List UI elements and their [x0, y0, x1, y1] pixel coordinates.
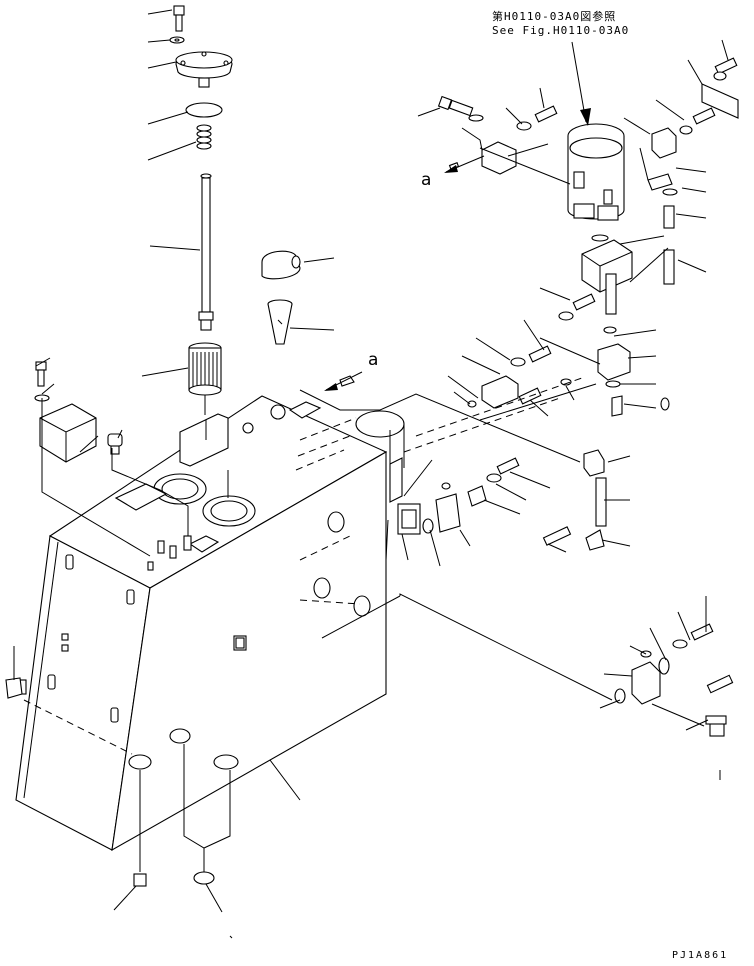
drawing-code: PJ1A861	[672, 950, 729, 961]
reference-note-jp: 第H0110-03A0図参照	[492, 10, 617, 23]
view-label-lower: a	[368, 350, 379, 370]
hose-clamp	[261, 250, 301, 280]
leader-lines	[13, 9, 729, 939]
cover-box	[39, 403, 97, 463]
bottom-drain-parts	[128, 728, 239, 887]
return-filter-housing	[481, 83, 739, 388]
filler-cap-assembly	[169, 5, 233, 415]
hydraulic-tank	[5, 395, 421, 852]
reference-note-en: See Fig.H0110-03A0	[492, 24, 630, 37]
strainer	[267, 299, 293, 345]
view-label-upper: a	[421, 170, 432, 190]
hidden-lines	[23, 377, 583, 755]
drain-plug-small	[107, 433, 123, 455]
bolt-set	[437, 57, 738, 737]
pipe-fittings	[339, 162, 670, 705]
side-bolt-washer	[34, 361, 50, 402]
